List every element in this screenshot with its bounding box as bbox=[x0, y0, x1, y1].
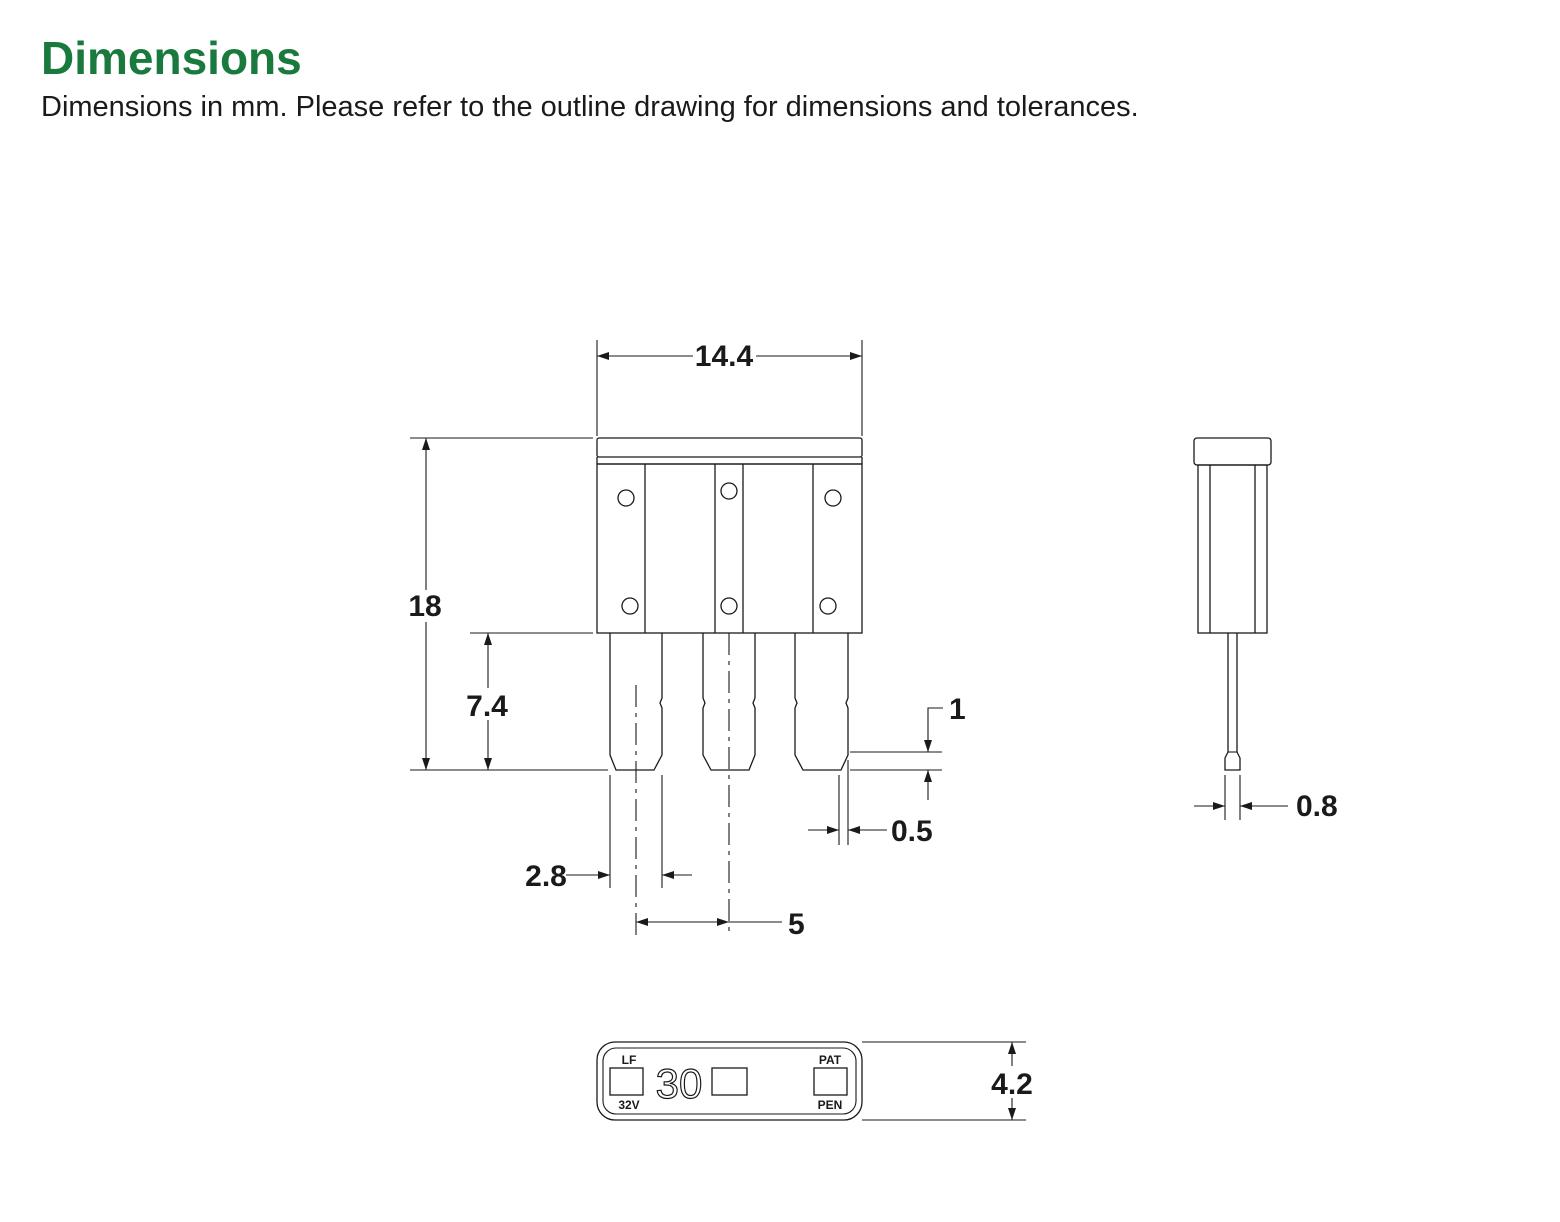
rivet bbox=[720, 482, 738, 500]
dim-width-label: 14.4 bbox=[695, 340, 754, 373]
rivet bbox=[824, 489, 842, 507]
fuse-cap bbox=[596, 437, 863, 458]
fuse-body bbox=[596, 463, 863, 634]
rivet bbox=[617, 489, 635, 507]
side-blade bbox=[1224, 633, 1241, 771]
marking-square-right bbox=[813, 1067, 848, 1096]
rivet bbox=[621, 597, 639, 615]
marking-square-middle bbox=[711, 1067, 748, 1096]
marking-pat: PAT bbox=[819, 1053, 842, 1067]
marking-pen: PEN bbox=[818, 1098, 843, 1112]
blade-left bbox=[609, 633, 663, 771]
dim-tip-width-label: 0.5 bbox=[891, 815, 933, 848]
blade-center bbox=[702, 633, 756, 771]
dim-blade-width-label: 2.8 bbox=[525, 860, 567, 893]
dim-blade-length-label: 7.4 bbox=[466, 690, 508, 723]
top-view: LF 32V 30 PAT PEN 4.2 bbox=[596, 1041, 1033, 1121]
blade-right bbox=[794, 633, 849, 771]
side-body bbox=[1197, 464, 1268, 634]
front-view: 14.4 18 7.4 1 0.5 2.8 5 bbox=[408, 340, 966, 941]
rivet bbox=[819, 597, 837, 615]
dim-pitch-label: 5 bbox=[788, 908, 805, 941]
rivet bbox=[720, 597, 738, 615]
dim-height-label: 18 bbox=[408, 590, 441, 623]
marking-rating: 30 bbox=[656, 1060, 703, 1107]
dim-side-thickness-label: 0.8 bbox=[1296, 790, 1338, 823]
page-subtitle: Dimensions in mm. Please refer to the ou… bbox=[41, 91, 1139, 123]
marking-lf: LF bbox=[622, 1053, 637, 1067]
marking-32v: 32V bbox=[618, 1098, 639, 1112]
dim-depth-label: 4.2 bbox=[991, 1068, 1033, 1101]
side-cap bbox=[1193, 437, 1272, 466]
side-view: 0.8 bbox=[1193, 437, 1338, 823]
top-outline bbox=[596, 1041, 863, 1121]
page-title: Dimensions bbox=[41, 32, 302, 84]
dim-tip-length-label: 1 bbox=[949, 693, 966, 726]
marking-square-left bbox=[609, 1067, 644, 1096]
